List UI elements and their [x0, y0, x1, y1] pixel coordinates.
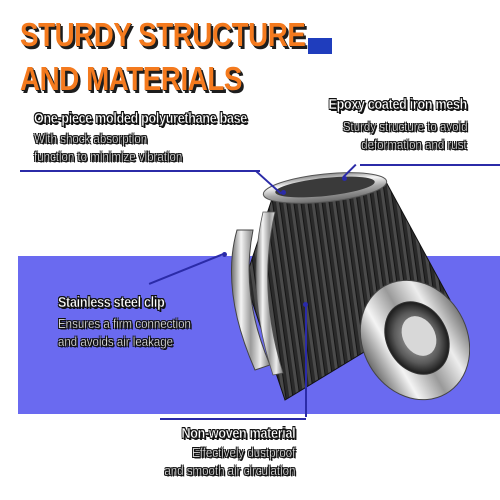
- feature-material-line1: Effectively dustproof: [191, 446, 296, 460]
- feature-material-line2: and smooth air circulation: [163, 464, 295, 478]
- feature-clip-heading: Stainless steel clip: [58, 295, 165, 311]
- feature-mesh-heading: Epoxy coated iron mesh: [328, 97, 467, 113]
- callout-dot-mesh: [342, 176, 347, 181]
- feature-mesh-line2: deformation and rust: [361, 138, 467, 152]
- callout-line-mesh: [360, 164, 500, 166]
- feature-mesh-line1: Sturdy structure to avoid: [342, 120, 467, 134]
- cone-air-filter-icon: [230, 172, 470, 401]
- title-accent-bar: [308, 38, 332, 54]
- callout-line-material-horizontal: [160, 418, 306, 420]
- callout-dot-clip: [222, 252, 227, 257]
- feature-base-heading: One-piece molded polyurethane base: [34, 111, 248, 127]
- callout-line-base: [20, 170, 260, 172]
- title-line-2: AND MATERIALS: [20, 60, 242, 97]
- feature-base-line1: With shock absorption: [34, 132, 148, 146]
- callout-dot-material: [303, 302, 308, 307]
- feature-material-heading: Non-woven material: [181, 426, 295, 442]
- feature-clip-line2: and avoids air leakage: [58, 335, 174, 349]
- feature-base-line2: function to minimize vibration: [34, 150, 183, 164]
- callout-dot-base: [281, 190, 286, 195]
- title-line-1: STURDY STRUCTURE: [20, 16, 306, 53]
- callout-line-material: [305, 305, 307, 417]
- feature-clip-line1: Ensures a firm connection: [58, 317, 191, 331]
